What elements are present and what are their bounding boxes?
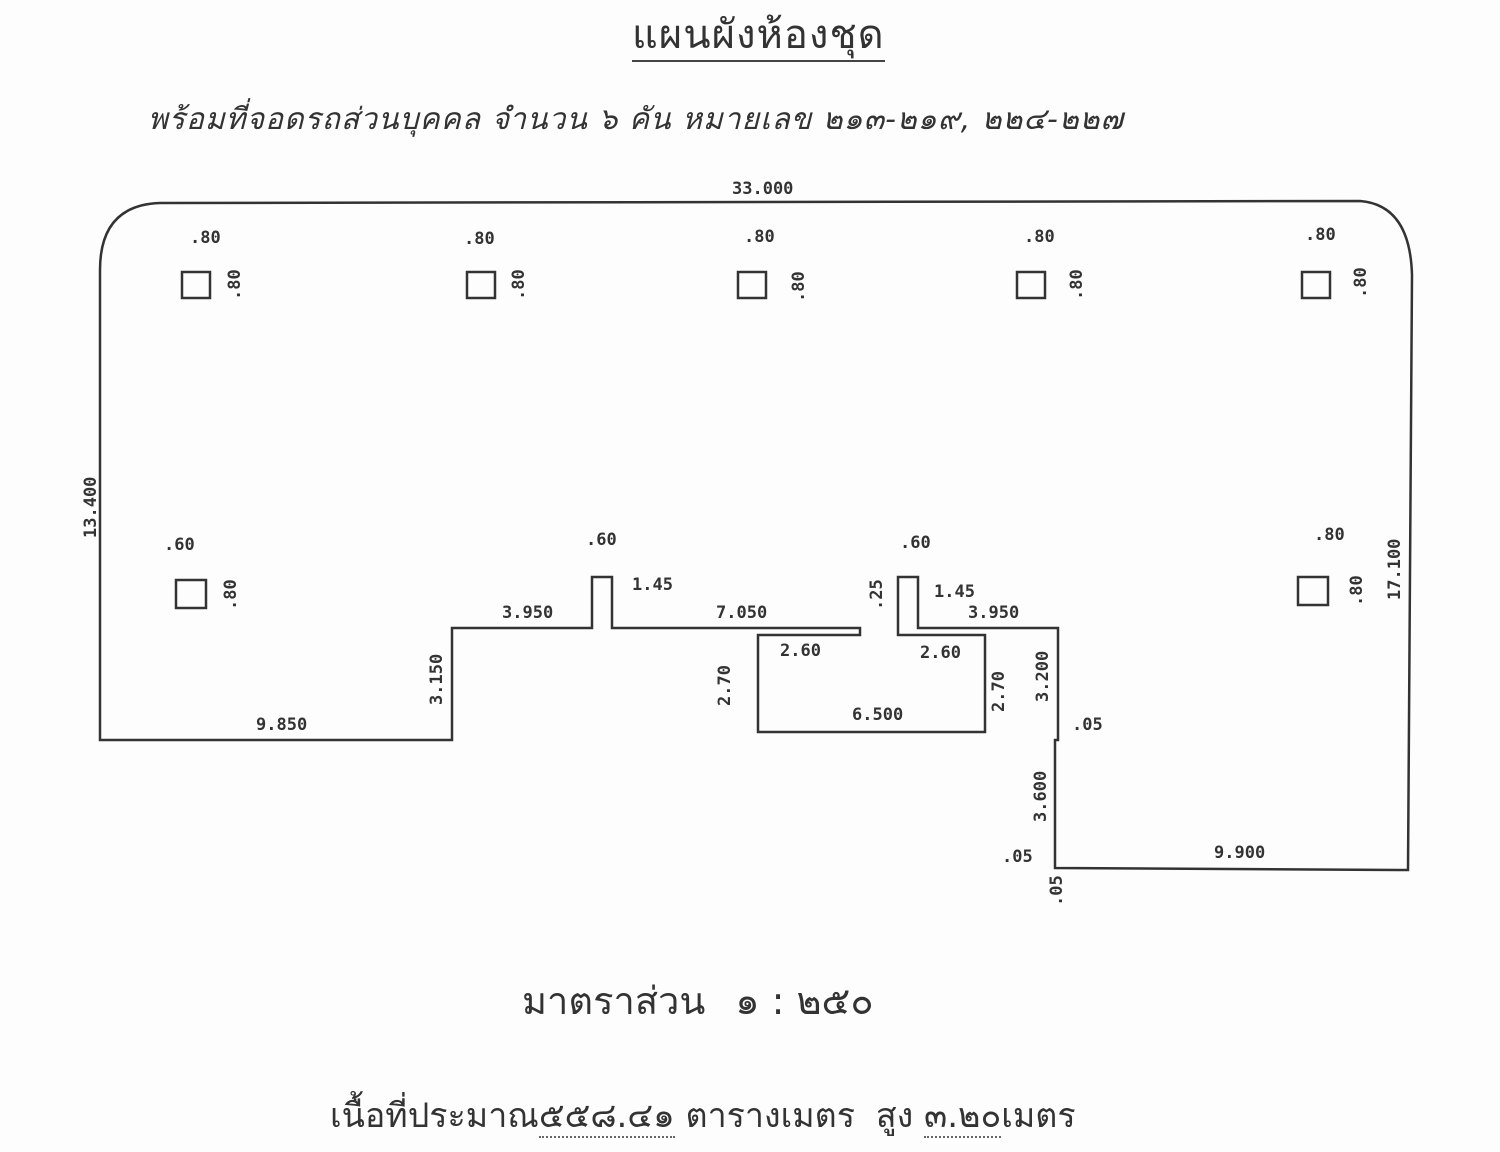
column-1-width: .80: [190, 228, 221, 248]
dim-right-step-lower: 3.600: [1031, 771, 1051, 822]
area-label: เนื้อที่ประมาณ: [330, 1096, 539, 1136]
dim-left-mid-run: 3.950: [502, 603, 553, 623]
area-value: ๕๕๘.๔๑: [538, 1096, 675, 1138]
dim-bottom-left: 9.850: [256, 715, 307, 735]
dim-center-run: 7.050: [716, 603, 767, 623]
scale-value: ๑ : ๒๕๐: [735, 979, 874, 1023]
dim-corner-offset-b: .05: [1047, 875, 1067, 906]
dim-inner-left-top: 2.60: [780, 641, 821, 661]
dim-inner-right-top: 2.60: [920, 643, 961, 663]
column-3-height: .80: [789, 271, 809, 302]
column-3-width: .80: [744, 227, 775, 247]
dim-top-width: 33.000: [732, 179, 793, 199]
plan-title: แผนผังห้องชุด: [632, 12, 885, 62]
column-5-width: .80: [1305, 225, 1336, 245]
column-1: [180, 270, 212, 300]
column-5: [1300, 270, 1332, 300]
column-6: [174, 578, 208, 610]
column-7: [1296, 575, 1330, 607]
column-4-width: .80: [1024, 227, 1055, 247]
column-4: [1015, 270, 1047, 300]
area-line: เนื้อที่ประมาณ๕๕๘.๔๑ ตารางเมตร สูง ๓.๒๐เ…: [330, 1088, 1076, 1142]
column-7-height: .80: [1347, 575, 1367, 606]
height-value: ๓.๒๐: [924, 1096, 1002, 1138]
area-unit: ตารางเมตร: [685, 1096, 856, 1136]
column-6-width: .60: [164, 535, 195, 555]
dim-left-height: 13.400: [81, 477, 101, 538]
dim-inner-bottom: 6.500: [852, 705, 903, 725]
dim-right-mid-run: 3.950: [968, 603, 1019, 623]
dim-inner-right-side: 2.70: [989, 671, 1009, 712]
column-7-width: .80: [1314, 525, 1345, 545]
column-1-height: .80: [225, 269, 245, 300]
dim-left-step: 3.150: [427, 654, 447, 705]
column-4-height: .80: [1067, 269, 1087, 300]
dim-notch-left-height: 1.45: [632, 575, 673, 595]
height-unit: เมตร: [1001, 1096, 1076, 1136]
plan-subtitle: พร้อมที่จอดรถส่วนบุคคล จำนวน ๖ คัน หมายเ…: [148, 102, 1124, 137]
dim-corner-offset-a: .05: [1002, 847, 1033, 867]
column-5-height: .80: [1351, 267, 1371, 298]
scale-label: มาตราส่วน: [522, 979, 706, 1023]
height-label: สูง: [875, 1096, 914, 1136]
column-6-height: .80: [221, 579, 241, 610]
dim-inner-left-side: 2.70: [715, 665, 735, 706]
column-2-width: .80: [464, 229, 495, 249]
dim-right-step-upper: 3.200: [1033, 651, 1053, 702]
dim-gap: .25: [867, 579, 887, 610]
dim-right-step-offset: .05: [1072, 715, 1103, 735]
dim-notch-right-width: .60: [900, 533, 931, 553]
dim-notch-left-width: .60: [586, 530, 617, 550]
scale-line: มาตราส่วน ๑ : ๒๕๐: [522, 970, 874, 1031]
column-3: [736, 270, 768, 300]
outer-wall-outline: [98, 199, 1414, 872]
dim-notch-right-height: 1.45: [934, 582, 975, 602]
column-2: [465, 270, 497, 300]
column-2-height: .80: [509, 269, 529, 300]
dim-bottom-right: 9.900: [1214, 843, 1265, 863]
dim-right-height: 17.100: [1385, 539, 1405, 600]
